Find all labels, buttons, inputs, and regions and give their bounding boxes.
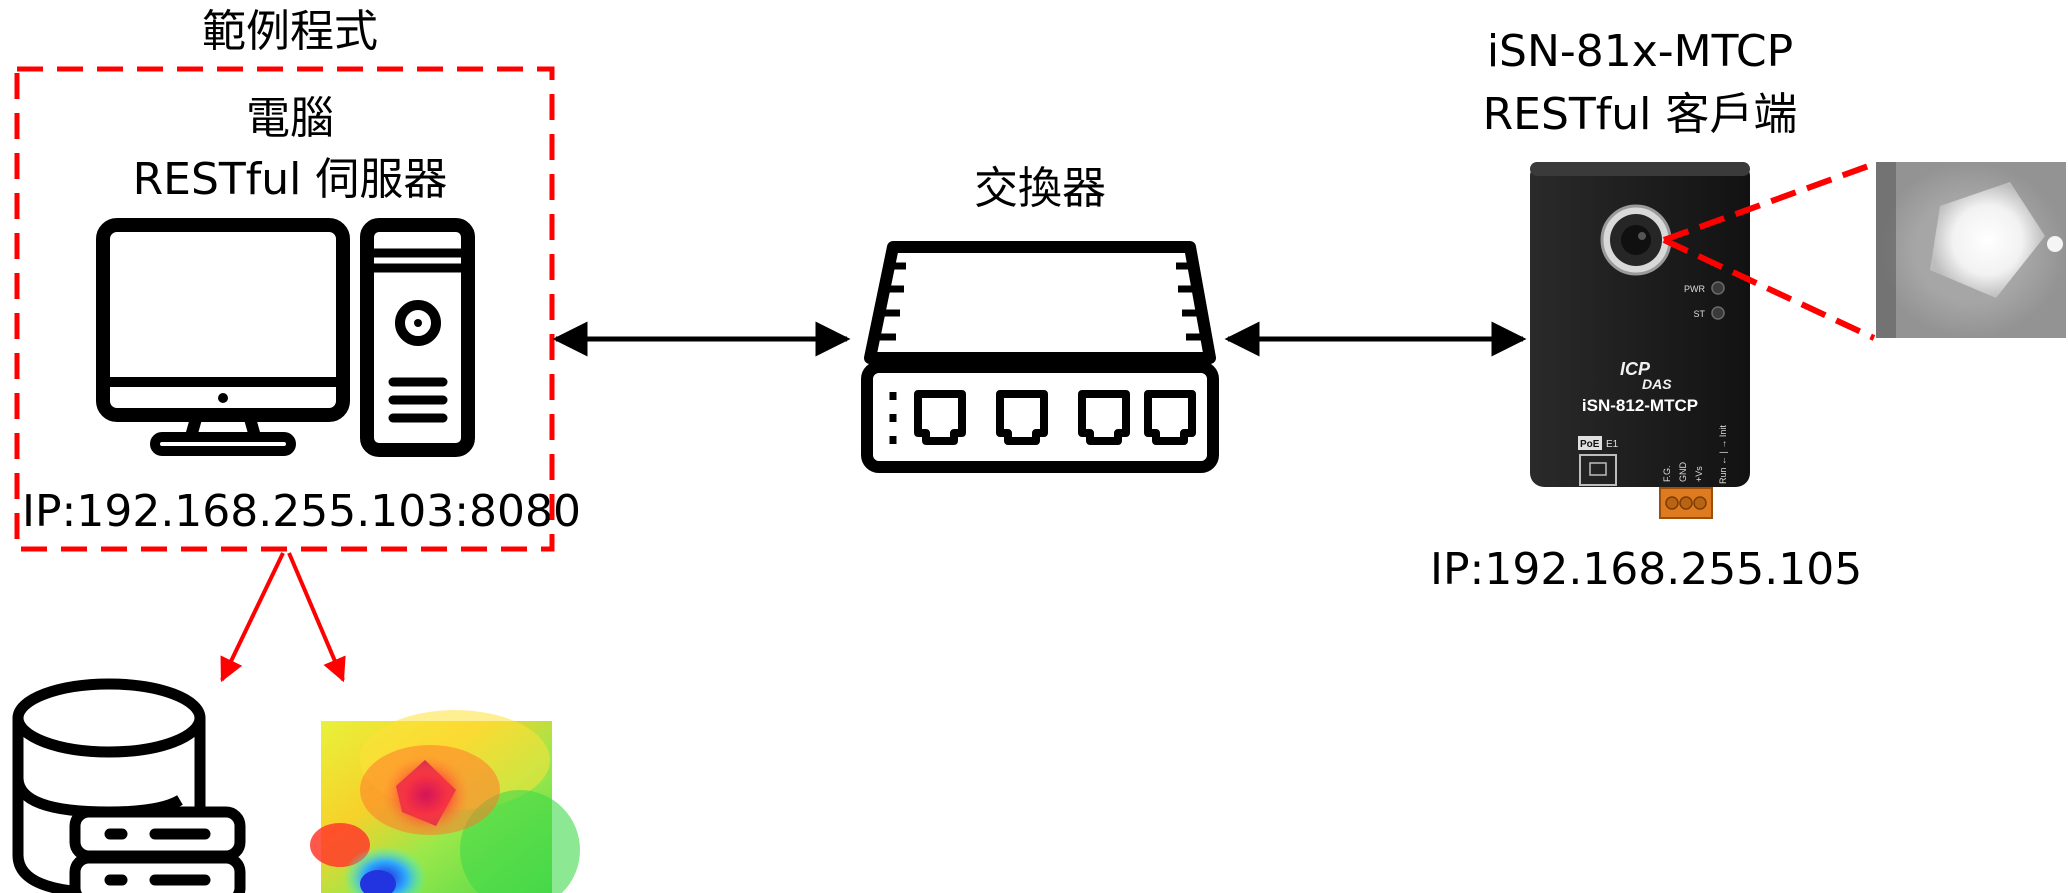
- to-database-arrow: [222, 553, 283, 680]
- led-st-label: ST: [1693, 309, 1705, 319]
- heatmap-image: [310, 710, 580, 893]
- led-pwr-label: PWR: [1684, 284, 1705, 294]
- e1-label: E1: [1606, 439, 1619, 450]
- network-switch-icon: [867, 247, 1213, 467]
- device-model-label: iSN-812-MTCP: [1582, 396, 1698, 415]
- tower-icon: [367, 225, 468, 450]
- svg-text:GND: GND: [1678, 462, 1688, 483]
- svg-text:Run ← | → Init: Run ← | → Init: [1718, 425, 1728, 484]
- svg-text:F.G.: F.G.: [1662, 465, 1672, 482]
- monitor-icon: [103, 225, 343, 451]
- poe-label: PoE: [1580, 439, 1600, 450]
- svg-text:+Vs: +Vs: [1694, 466, 1704, 482]
- brand-das: DAS: [1642, 376, 1672, 392]
- to-heatmap-arrow: [289, 553, 343, 680]
- sensor-view-image: [1876, 162, 2066, 338]
- isn-812-device: PWR ST ICP DAS iSN-812-MTCP PoE E1 F.G. …: [1530, 162, 1750, 518]
- database-icon: [18, 684, 240, 893]
